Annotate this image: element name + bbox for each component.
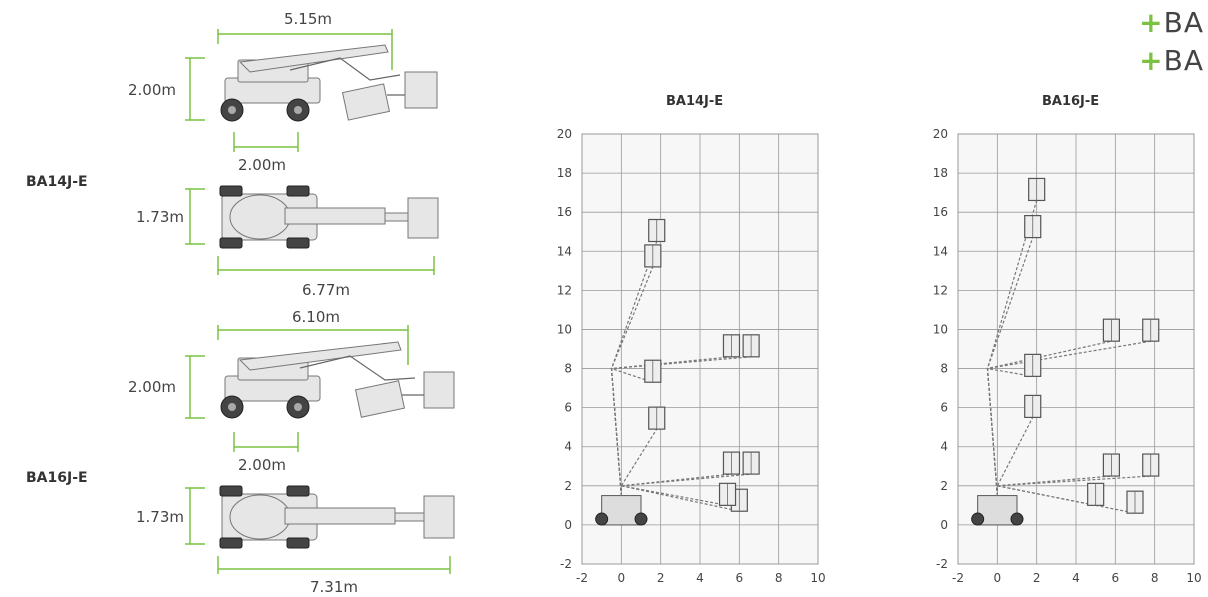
y-tick-label: 14 — [557, 244, 572, 258]
ba14j-side-view — [220, 44, 438, 122]
machine-wheel — [634, 512, 648, 526]
dim-ba16j-side-height: 2.00m — [128, 378, 177, 396]
y-tick-label: 14 — [933, 244, 948, 258]
machine-wheel — [1010, 512, 1024, 526]
brand-line-1: +BA — [1139, 6, 1204, 39]
brand-line-2: +BA — [1139, 44, 1204, 77]
y-tick-label: 10 — [557, 322, 572, 336]
x-tick-label: 8 — [775, 571, 783, 585]
machine-drawings — [185, 29, 455, 574]
dim-ba16j-side-length: 6.10m — [292, 308, 341, 326]
boom-arm — [986, 367, 1033, 496]
boom-arm — [620, 485, 740, 512]
y-tick-label: 6 — [564, 401, 572, 415]
y-tick-label: 12 — [933, 283, 948, 297]
y-tick-label: 8 — [564, 362, 572, 376]
y-tick-label: 0 — [940, 518, 948, 532]
dim-ba14j-wheelbase: 2.00m — [238, 156, 287, 174]
y-tick-label: 20 — [933, 127, 948, 141]
boom-arm — [620, 485, 728, 506]
y-tick-label: 0 — [564, 518, 572, 532]
x-tick-label: 0 — [994, 571, 1002, 585]
dim-ba16j-top-length: 7.31m — [310, 578, 359, 596]
x-tick-label: -2 — [576, 571, 588, 585]
dimension-lines — [185, 29, 451, 574]
boom-arm — [996, 475, 1151, 496]
y-tick-label: 4 — [564, 440, 572, 454]
x-tick-label: 4 — [1072, 571, 1080, 585]
x-tick-label: 2 — [1033, 571, 1041, 585]
boom-arm — [996, 417, 1034, 496]
x-tick-label: 6 — [736, 571, 744, 585]
chart-title-ba14j: BA14J-E — [666, 94, 724, 109]
boom-arm — [620, 473, 752, 496]
dim-ba14j-side-length: 5.15m — [284, 10, 333, 28]
ba14j-top-view — [219, 185, 439, 249]
y-tick-label: 2 — [940, 479, 948, 493]
dim-ba16j-top-width: 1.73m — [136, 508, 185, 526]
model-label-ba14j: BA14J-E — [26, 174, 88, 190]
y-tick-label: 12 — [557, 283, 572, 297]
working-range-chart-ba16j: -2 0 2 4 6 8 10 -2 0 2 4 6 8 10 12 14 16 18 20 — [933, 127, 1202, 585]
dim-ba14j-top-width: 1.73m — [136, 208, 185, 226]
x-tick-label: 10 — [810, 571, 825, 585]
model-label-ba16j: BA16J-E — [26, 470, 88, 486]
ba16j-top-view — [219, 485, 455, 549]
y-tick-label: 2 — [564, 479, 572, 493]
x-tick-label: 8 — [1151, 571, 1159, 585]
machine-wheel — [595, 512, 609, 526]
x-tick-label: 6 — [1112, 571, 1120, 585]
boom-arm — [996, 475, 1112, 496]
x-tick-label: 2 — [657, 571, 665, 585]
y-tick-label: -2 — [560, 557, 572, 571]
x-tick-label: 0 — [618, 571, 626, 585]
ba16j-side-view — [220, 341, 455, 419]
x-tick-label: 4 — [696, 571, 704, 585]
x-tick-label: -2 — [952, 571, 964, 585]
boom-arm — [610, 356, 752, 496]
y-tick-label: -2 — [936, 557, 948, 571]
working-range-chart-ba14j: -2 0 2 4 6 8 10 -2 0 2 4 6 8 10 12 14 16 18 20 — [557, 127, 826, 585]
y-tick-label: 20 — [557, 127, 572, 141]
x-tick-label: 10 — [1186, 571, 1201, 585]
dim-ba14j-top-length: 6.77m — [302, 281, 351, 299]
machine-wheel — [971, 512, 985, 526]
y-tick-label: 16 — [933, 205, 948, 219]
boom-arm — [996, 485, 1096, 506]
chart-title-ba16j: BA16J-E — [1042, 94, 1100, 109]
y-tick-label: 6 — [940, 401, 948, 415]
y-tick-label: 10 — [933, 322, 948, 336]
dim-ba16j-wheelbase: 2.00m — [238, 456, 287, 474]
y-tick-label: 8 — [940, 362, 948, 376]
y-tick-label: 18 — [557, 166, 572, 180]
y-tick-label: 16 — [557, 205, 572, 219]
y-tick-label: 18 — [933, 166, 948, 180]
dim-ba14j-side-height: 2.00m — [128, 81, 177, 99]
y-tick-label: 4 — [940, 440, 948, 454]
